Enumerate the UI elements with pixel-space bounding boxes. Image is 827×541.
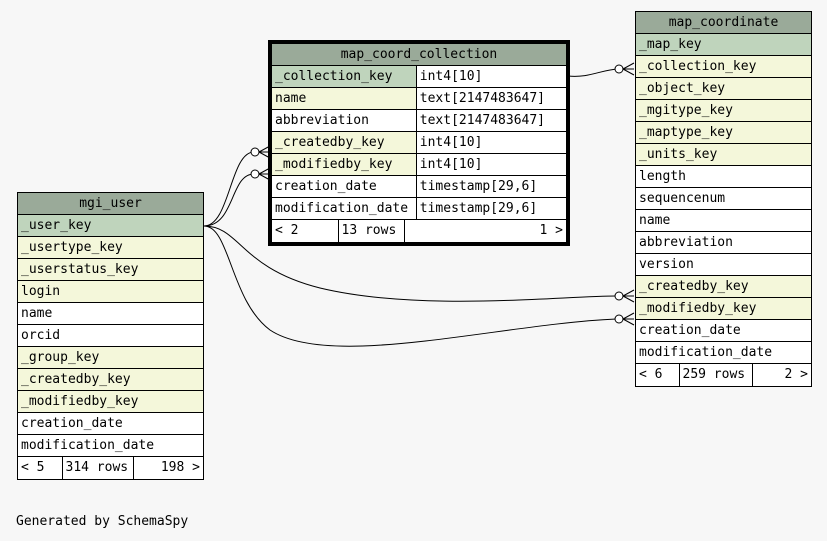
table-row[interactable]: modification_date	[635, 341, 812, 364]
table-map-coordinate[interactable]: map_coordinate _map_key _collection_key …	[635, 11, 812, 387]
table-footer: < 5 314 rows 198 >	[17, 456, 204, 480]
child-count: 1 >	[539, 223, 563, 239]
column-name[interactable]: _map_key	[635, 33, 812, 56]
table-row[interactable]: _maptype_key	[635, 121, 812, 144]
column-type: timestamp[29,6]	[415, 197, 568, 220]
link-coll-createdby	[203, 151, 255, 227]
column-name[interactable]: _createdby_key	[271, 131, 417, 154]
column-name[interactable]: _createdby_key	[17, 368, 204, 391]
table-row[interactable]: creation_date	[635, 319, 812, 342]
table-row[interactable]: _createdby_key	[17, 368, 204, 391]
table-title[interactable]: mgi_user	[17, 192, 204, 215]
column-name[interactable]: _maptype_key	[635, 121, 812, 144]
row-count: 259 rows	[679, 364, 753, 386]
column-name[interactable]: login	[17, 280, 204, 303]
table-row[interactable]: creation_date timestamp[29,6]	[271, 175, 568, 198]
column-name[interactable]: _collection_key	[635, 55, 812, 78]
column-name[interactable]: _units_key	[635, 143, 812, 166]
column-type: int4[10]	[415, 153, 568, 176]
column-name[interactable]: length	[635, 165, 812, 188]
column-type: text[2147483647]	[415, 109, 568, 132]
column-name[interactable]: version	[635, 253, 812, 276]
column-name[interactable]: _mgitype_key	[635, 99, 812, 122]
column-type: int4[10]	[415, 65, 568, 88]
child-count: 198 >	[160, 460, 200, 476]
column-name[interactable]: _user_key	[17, 214, 204, 237]
link-coord-createdby	[203, 225, 617, 302]
column-name[interactable]: name	[271, 87, 417, 110]
column-name[interactable]: creation_date	[271, 175, 417, 198]
table-row[interactable]: length	[635, 165, 812, 188]
table-row[interactable]: _map_key	[635, 33, 812, 56]
table-row[interactable]: modification_date	[17, 434, 204, 457]
column-name[interactable]: _modifiedby_key	[635, 297, 812, 320]
table-row[interactable]: _collection_key	[635, 55, 812, 78]
generated-by-caption: Generated by SchemaSpy	[16, 514, 189, 529]
link-collection-key	[567, 68, 619, 77]
column-name[interactable]: modification_date	[635, 341, 812, 364]
column-name[interactable]: _object_key	[635, 77, 812, 100]
table-row[interactable]: abbreviation text[2147483647]	[271, 109, 568, 132]
column-name[interactable]: modification_date	[271, 197, 417, 220]
column-type: text[2147483647]	[415, 87, 568, 110]
table-row[interactable]: _modifiedby_key	[635, 297, 812, 320]
table-row[interactable]: _usertype_key	[17, 236, 204, 259]
table-row[interactable]: _collection_key int4[10]	[271, 65, 568, 88]
table-row[interactable]: _createdby_key	[635, 275, 812, 298]
table-row[interactable]: creation_date	[17, 412, 204, 435]
table-mgi-user[interactable]: mgi_user _user_key _usertype_key _userst…	[17, 192, 204, 480]
parent-count: < 6	[636, 364, 680, 386]
parent-count: < 5	[18, 457, 63, 479]
table-row[interactable]: name	[635, 209, 812, 232]
row-count: 314 rows	[62, 457, 134, 479]
column-name[interactable]: orcid	[17, 324, 204, 347]
table-row[interactable]: _modifiedby_key	[17, 390, 204, 413]
column-name[interactable]: creation_date	[635, 319, 812, 342]
child-count: 2 >	[784, 367, 808, 383]
table-row[interactable]: _user_key	[17, 214, 204, 237]
table-footer: < 6 259 rows 2 >	[635, 363, 812, 387]
parent-count: < 2	[272, 220, 339, 242]
table-row[interactable]: version	[635, 253, 812, 276]
table-row[interactable]: login	[17, 280, 204, 303]
column-name[interactable]: _usertype_key	[17, 236, 204, 259]
table-row[interactable]: orcid	[17, 324, 204, 347]
table-row[interactable]: sequencenum	[635, 187, 812, 210]
table-row[interactable]: abbreviation	[635, 231, 812, 254]
table-row[interactable]: _modifiedby_key int4[10]	[271, 153, 568, 176]
column-name[interactable]: modification_date	[17, 434, 204, 457]
table-row[interactable]: _group_key	[17, 346, 204, 369]
column-name[interactable]: abbreviation	[635, 231, 812, 254]
table-title[interactable]: map_coord_collection	[271, 43, 567, 66]
table-row[interactable]: _userstatus_key	[17, 258, 204, 281]
column-name[interactable]: _collection_key	[271, 65, 417, 88]
table-row[interactable]: name	[17, 302, 204, 325]
column-name[interactable]: sequencenum	[635, 187, 812, 210]
column-name[interactable]: _createdby_key	[635, 275, 812, 298]
column-name[interactable]: abbreviation	[271, 109, 417, 132]
table-row[interactable]: name text[2147483647]	[271, 87, 568, 110]
table-row[interactable]: _units_key	[635, 143, 812, 166]
column-name[interactable]: _userstatus_key	[17, 258, 204, 281]
column-name[interactable]: _modifiedby_key	[17, 390, 204, 413]
row-count: 13 rows	[338, 220, 405, 242]
table-title[interactable]: map_coordinate	[635, 11, 812, 34]
link-coord-modifiedby	[203, 225, 617, 347]
table-row[interactable]: _mgitype_key	[635, 99, 812, 122]
table-row[interactable]: _createdby_key int4[10]	[271, 131, 568, 154]
column-type: int4[10]	[415, 131, 568, 154]
column-name[interactable]: name	[17, 302, 204, 325]
column-name[interactable]: _group_key	[17, 346, 204, 369]
table-row[interactable]: modification_date timestamp[29,6]	[271, 197, 568, 220]
table-row[interactable]: _object_key	[635, 77, 812, 100]
table-map-coord-collection[interactable]: map_coord_collection _collection_key int…	[268, 40, 570, 246]
table-footer: < 2 13 rows 1 >	[271, 219, 567, 243]
link-coll-modifiedby	[203, 173, 255, 227]
column-name[interactable]: _modifiedby_key	[271, 153, 417, 176]
column-name[interactable]: creation_date	[17, 412, 204, 435]
column-type: timestamp[29,6]	[415, 175, 568, 198]
column-name[interactable]: name	[635, 209, 812, 232]
